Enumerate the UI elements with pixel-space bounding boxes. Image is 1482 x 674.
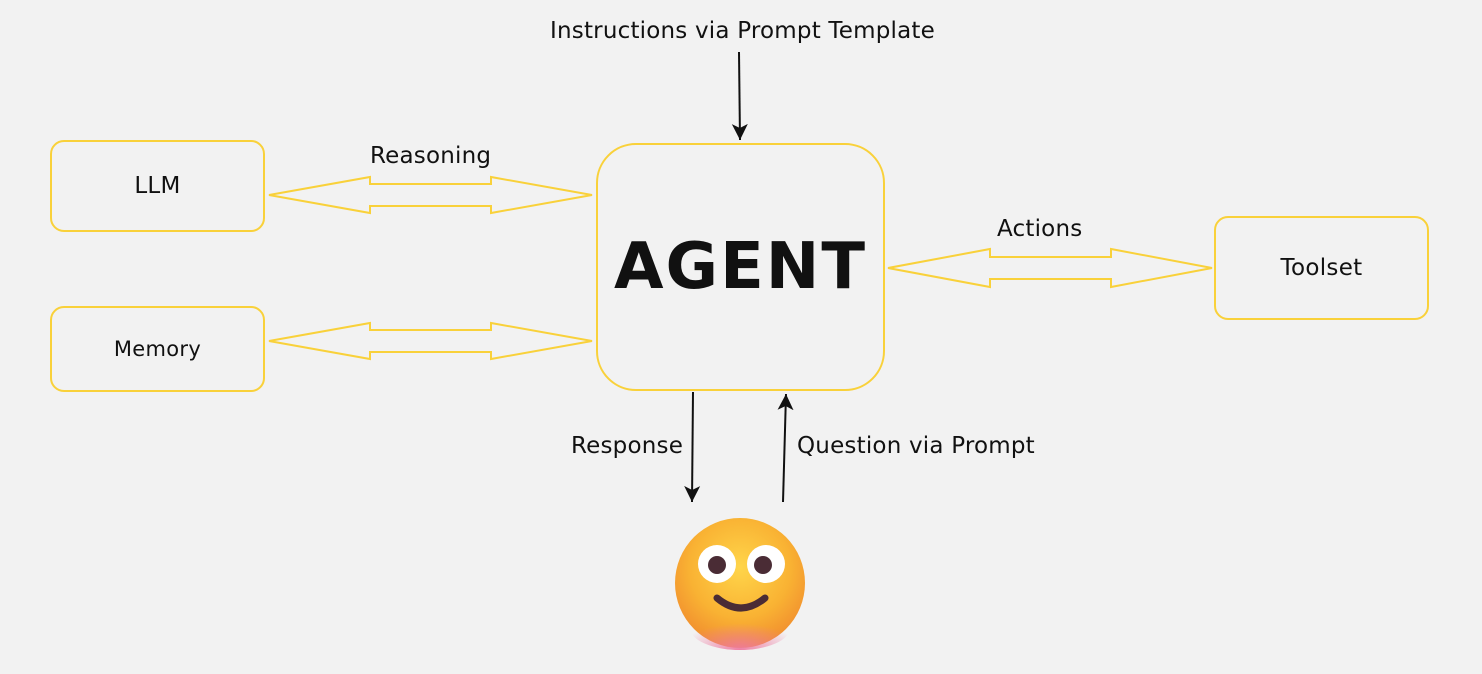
agent-node: AGENT: [596, 143, 885, 391]
instructions-arrow: [731, 51, 748, 141]
question-arrow: [777, 393, 794, 503]
reasoning-double-arrow: [268, 175, 593, 215]
llm-node: LLM: [50, 140, 265, 232]
agent-label: AGENT: [614, 230, 867, 304]
llm-label: LLM: [134, 173, 181, 199]
toolset-node: Toolset: [1214, 216, 1429, 320]
actions-label: Actions: [997, 216, 1083, 242]
question-label: Question via Prompt: [797, 433, 1035, 459]
memory-double-arrow: [268, 321, 593, 361]
memory-node: Memory: [50, 306, 265, 392]
instructions-label: Instructions via Prompt Template: [550, 18, 935, 44]
user-emoji-icon: [675, 518, 805, 650]
memory-label: Memory: [113, 337, 202, 361]
reasoning-label: Reasoning: [370, 143, 492, 169]
actions-double-arrow: [887, 247, 1213, 289]
response-label: Response: [571, 433, 684, 459]
response-arrow: [684, 391, 701, 503]
toolset-label: Toolset: [1280, 255, 1363, 281]
